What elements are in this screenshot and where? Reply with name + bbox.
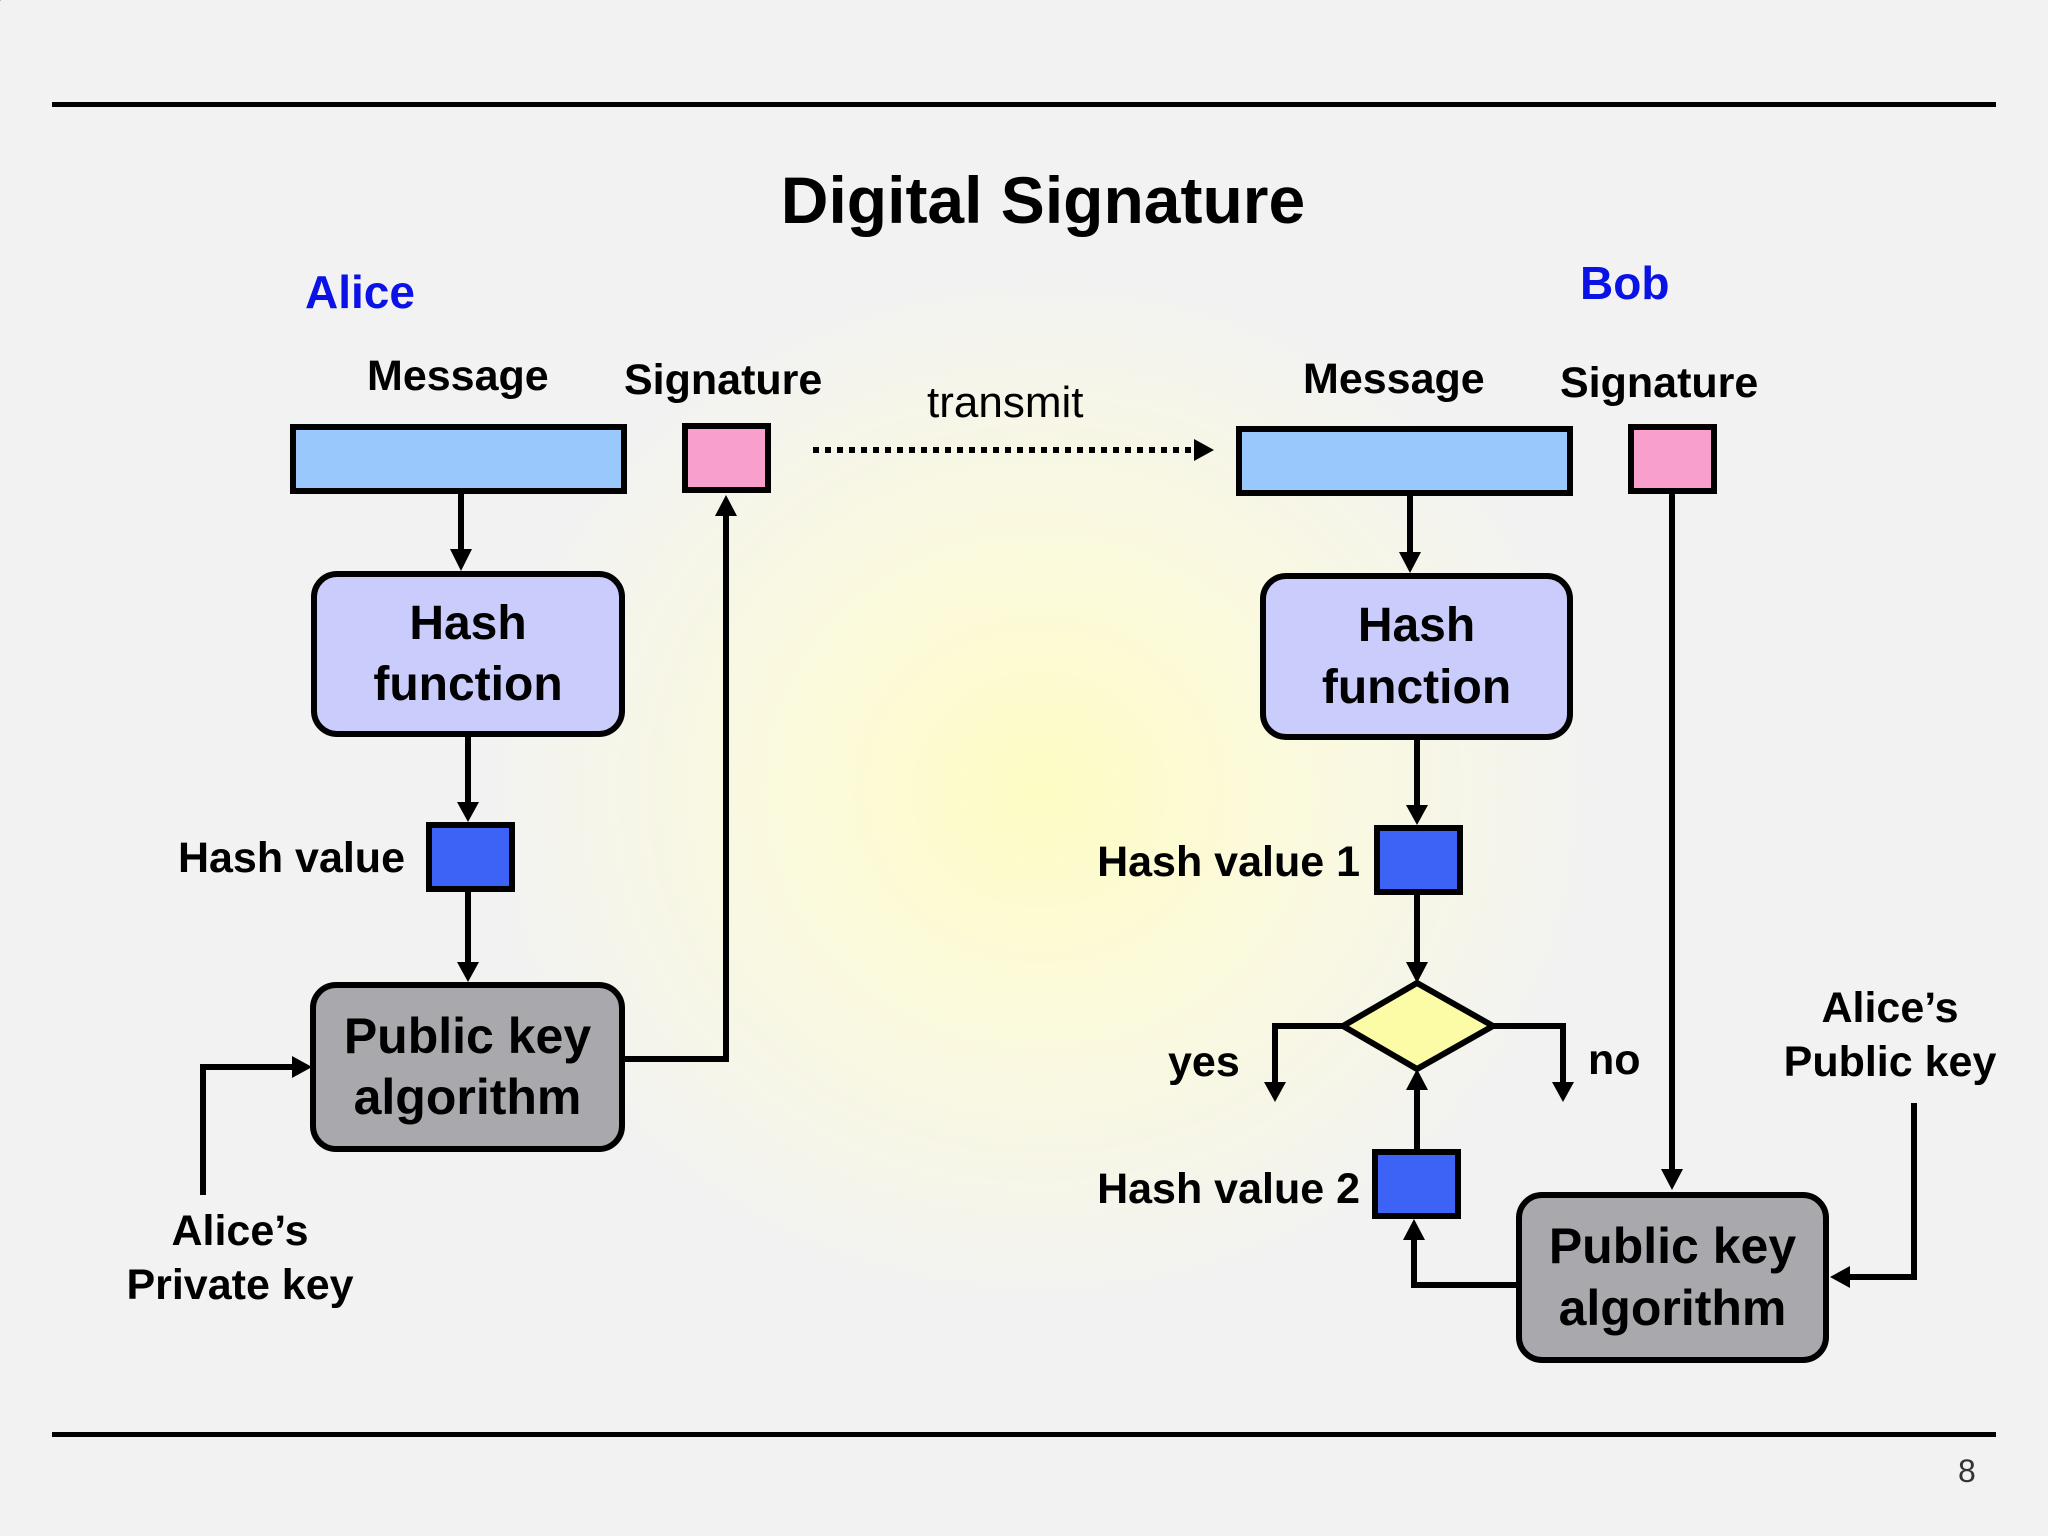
top-rule [52, 102, 1996, 107]
transmit-arrowhead [1194, 439, 1214, 461]
sender-message-block [290, 424, 627, 494]
sender-hash-function-line2: function [373, 658, 563, 711]
sender-key-label-line2: Private key [126, 1260, 354, 1309]
transmit-label: transmit [927, 378, 1084, 427]
decision-yes-arrowhead [1264, 1082, 1286, 1102]
receiver-arrowhead-algorithm-to-hash-value-2 [1403, 1219, 1425, 1240]
sender-hash-function-line1: Hash [409, 596, 527, 650]
receiver-algorithm-line1: Public key [1548, 1218, 1797, 1274]
receiver-arrowhead-public-key-to-algorithm [1830, 1266, 1850, 1288]
decision-yes-branch [1272, 1023, 1343, 1084]
arrowhead-algorithm-to-signature [715, 495, 737, 516]
sender-hash-value-block [426, 822, 515, 892]
receiver-key-label-line2: Public key [1783, 1037, 1997, 1086]
receiver-hash-function-line2: function [1321, 660, 1512, 714]
sender-algorithm-line2: algorithm [353, 1069, 582, 1125]
receiver-yes-label: yes [1168, 1038, 1240, 1086]
receiver-hash-function-line1: Hash [1357, 599, 1476, 653]
page-title: Digital Signature [780, 163, 1306, 237]
receiver-message-label: Message [1303, 355, 1485, 403]
page-number: 8 [1958, 1453, 1976, 1489]
receiver-name: Bob [1580, 257, 1670, 309]
sender-key-label-line1: Alice’s [171, 1207, 309, 1255]
compare-decision-diamond [1337, 979, 1500, 1073]
sender-algorithm-line1: Public key [343, 1007, 592, 1064]
receiver-arrow-public-key-to-algorithm [1846, 1103, 1917, 1280]
receiver-message-block [1236, 426, 1573, 496]
receiver-arrowhead-hash-value-1-to-compare [1406, 962, 1428, 983]
receiver-hash-value-1-block [1374, 825, 1463, 895]
arrowhead-private-key-to-algorithm [292, 1056, 312, 1078]
receiver-arrowhead-hash-to-hash-value-1 [1406, 805, 1428, 825]
receiver-hash-value-1-label: Hash value 1 [1097, 838, 1360, 886]
receiver-no-label: no [1588, 1036, 1641, 1084]
decision-no-arrowhead [1552, 1082, 1574, 1102]
receiver-arrowhead-message-to-hash [1399, 552, 1421, 573]
receiver-hash-value-2-block [1372, 1149, 1461, 1219]
receiver-hash-function-box: Hash function [1260, 573, 1573, 740]
decision-no-branch [1493, 1023, 1566, 1084]
receiver-arrowhead-hash-value-2-to-compare [1406, 1069, 1428, 1090]
sender-hash-value-label: Hash value [177, 834, 405, 882]
arrow-private-key-to-algorithm [200, 1064, 296, 1195]
receiver-algorithm-line2: algorithm [1558, 1279, 1787, 1336]
arrowhead-hash-to-hash-value [457, 802, 479, 822]
receiver-public-key-label: Alice’s Public key [1740, 982, 2040, 1090]
sender-name: Alice [305, 266, 415, 318]
receiver-arrowhead-signature-to-algorithm [1661, 1169, 1683, 1190]
sender-signature-label: Signature [624, 356, 823, 404]
receiver-hash-value-2-label: Hash value 2 [1097, 1165, 1360, 1213]
arrowhead-message-to-hash [450, 549, 472, 571]
sender-message-label: Message [367, 352, 549, 400]
receiver-key-label-line1: Alice’s [1821, 984, 1959, 1032]
sender-private-key-label: Alice’s Private key [90, 1205, 390, 1313]
bottom-rule [52, 1432, 1996, 1437]
receiver-signature-label: Signature [1560, 359, 1759, 407]
receiver-signature-block [1628, 424, 1717, 494]
sender-signature-block [682, 423, 771, 493]
arrowhead-hash-value-to-algorithm [457, 962, 479, 982]
sender-hash-function-box: Hash function [311, 571, 625, 737]
arrow-algorithm-to-signature [625, 512, 729, 1062]
receiver-arrow-algorithm-to-hash-value-2 [1411, 1236, 1516, 1288]
